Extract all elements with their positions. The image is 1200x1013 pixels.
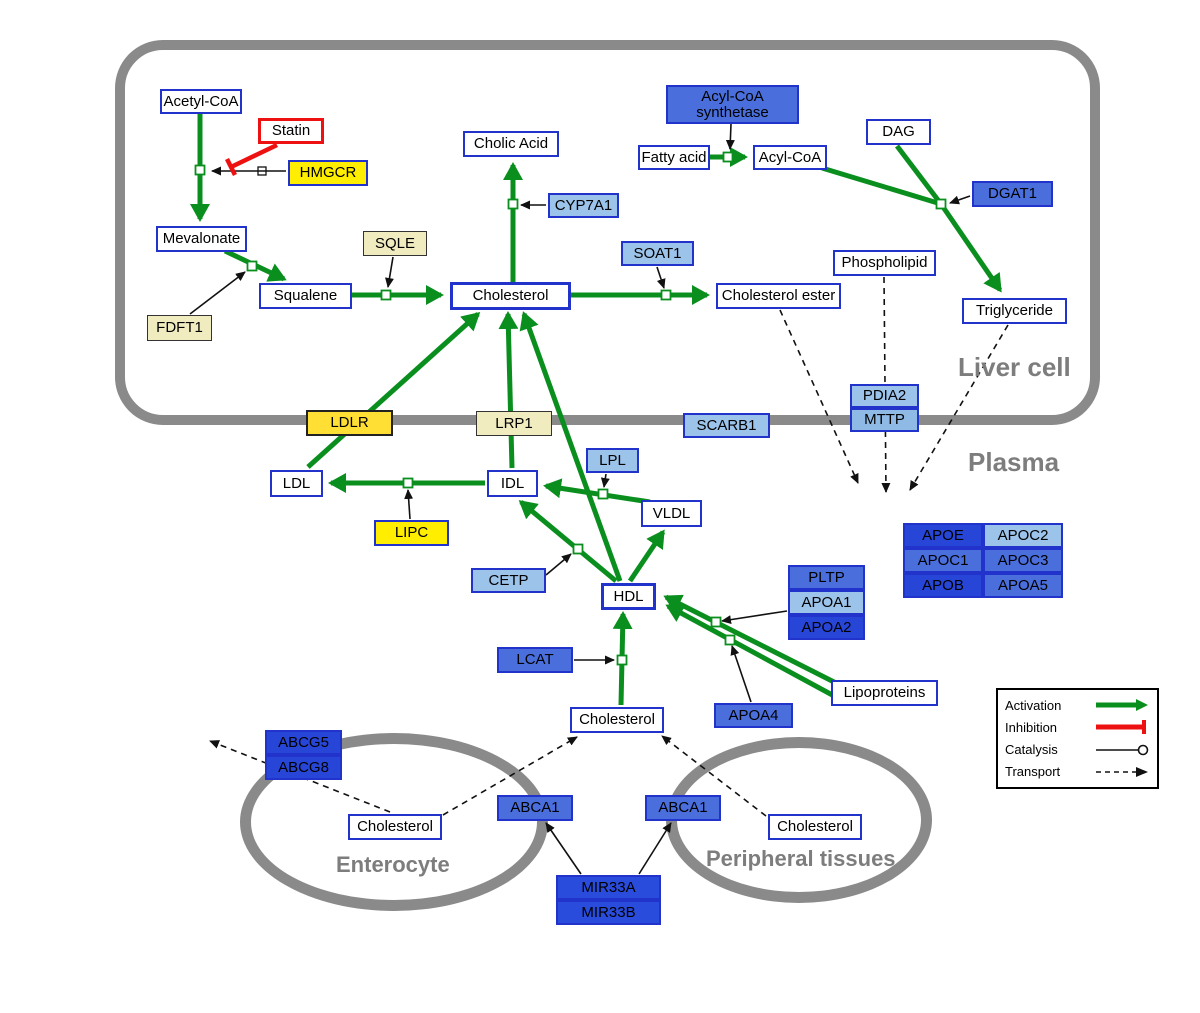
node-hdl[interactable]: HDL	[601, 583, 656, 610]
node-apoe[interactable]: APOE	[903, 523, 983, 548]
reaction-node	[572, 543, 584, 555]
enterocyte-compartment	[240, 733, 548, 911]
node-cholic-acid[interactable]: Cholic Acid	[463, 131, 559, 157]
node-triglyceride[interactable]: Triglyceride	[962, 298, 1067, 324]
reaction-node	[616, 654, 628, 666]
legend-transport-row: Transport	[1005, 762, 1150, 782]
node-apoa4[interactable]: APOA4	[714, 703, 793, 728]
node-cyp7a1[interactable]: CYP7A1	[548, 193, 619, 218]
transport-dashed-arrow-icon	[1096, 766, 1148, 777]
legend-activation-label: Activation	[1005, 697, 1062, 713]
node-cholesterol-enterocyte[interactable]: Cholesterol	[348, 814, 442, 840]
plasma-label: Plasma	[968, 447, 1060, 477]
node-lrp1[interactable]: LRP1	[476, 411, 552, 436]
node-mir33a[interactable]: MIR33A	[556, 875, 661, 900]
node-apoa2[interactable]: APOA2	[788, 615, 865, 640]
node-apoa1[interactable]: APOA1	[788, 590, 865, 615]
node-hmgcr[interactable]: HMGCR	[288, 160, 368, 186]
node-lipoproteins[interactable]: Lipoproteins	[831, 680, 938, 706]
legend-catalysis-label: Catalysis	[1005, 742, 1058, 758]
node-acyl-coa-synthetase[interactable]: Acyl-CoA synthetase	[666, 85, 799, 124]
node-fdft1[interactable]: FDFT1	[147, 315, 212, 341]
node-pdia2[interactable]: PDIA2	[850, 384, 919, 408]
node-apoa5[interactable]: APOA5	[983, 573, 1063, 598]
node-mttp[interactable]: MTTP	[850, 408, 919, 432]
node-acyl-coa[interactable]: Acyl-CoA	[753, 145, 827, 170]
reaction-node	[402, 477, 414, 489]
edge-hdl-to-vldl	[627, 529, 666, 583]
node-abca1-peripheral[interactable]: ABCA1	[645, 795, 721, 821]
catalysis-apoa4	[730, 645, 752, 703]
node-abca1-enterocyte[interactable]: ABCA1	[497, 795, 573, 821]
node-cholesterol-ester[interactable]: Cholesterol ester	[716, 283, 841, 309]
legend-inhibition-row: Inhibition	[1005, 717, 1150, 737]
node-abcg5[interactable]: ABCG5	[265, 730, 342, 755]
node-statin[interactable]: Statin	[258, 118, 324, 144]
enterocyte-label: Enterocyte	[336, 852, 450, 877]
legend-catalysis-row: Catalysis	[1005, 740, 1150, 760]
node-cetp[interactable]: CETP	[471, 568, 546, 593]
node-squalene[interactable]: Squalene	[259, 283, 352, 309]
node-cholesterol-peripheral[interactable]: Cholesterol	[768, 814, 862, 840]
node-ldl[interactable]: LDL	[270, 470, 323, 497]
node-mir33b[interactable]: MIR33B	[556, 900, 661, 925]
peripheral-tissues-label: Peripheral tissues	[706, 846, 896, 871]
catalysis-cetp	[545, 553, 572, 576]
node-lipc[interactable]: LIPC	[374, 520, 449, 546]
legend-inhibition-label: Inhibition	[1005, 719, 1058, 735]
legend: Activation Inhibition Catalysis Transpor…	[996, 688, 1159, 789]
node-idl[interactable]: IDL	[487, 470, 538, 497]
reaction-node	[724, 634, 736, 646]
legend-transport-label: Transport	[1005, 764, 1061, 780]
liver-cell-compartment	[115, 40, 1100, 425]
node-acetyl-coa[interactable]: Acetyl-CoA	[160, 89, 242, 114]
reaction-node	[710, 616, 722, 628]
liver-cell-label: Liver cell	[958, 352, 1071, 382]
edge-vldl-to-idl	[543, 478, 651, 505]
node-cholesterol-plasma[interactable]: Cholesterol	[570, 707, 664, 733]
catalysis-apoa-group	[721, 610, 788, 625]
node-vldl[interactable]: VLDL	[641, 500, 702, 527]
node-lcat[interactable]: LCAT	[497, 647, 573, 673]
catalysis-circle-icon	[1096, 744, 1149, 755]
node-scarb1[interactable]: SCARB1	[683, 413, 770, 438]
arrow-mir33-to-abca1-enterocyte	[545, 822, 582, 875]
node-sqle[interactable]: SQLE	[363, 231, 427, 256]
activation-arrow-icon	[1096, 699, 1148, 712]
node-soat1[interactable]: SOAT1	[621, 241, 694, 266]
node-apoc3[interactable]: APOC3	[983, 548, 1063, 573]
catalysis-lipc	[404, 489, 414, 520]
edge-cholesterolplasma-to-hdl	[612, 611, 633, 706]
node-dag[interactable]: DAG	[866, 119, 931, 145]
node-abcg8[interactable]: ABCG8	[265, 755, 342, 780]
node-apoc1[interactable]: APOC1	[903, 548, 983, 573]
reaction-node	[597, 488, 609, 500]
node-ldlr[interactable]: LDLR	[306, 410, 393, 436]
node-apob[interactable]: APOB	[903, 573, 983, 598]
node-phospholipid[interactable]: Phospholipid	[833, 250, 936, 276]
node-dgat1[interactable]: DGAT1	[972, 181, 1053, 207]
node-pltp[interactable]: PLTP	[788, 565, 865, 590]
node-fatty-acid[interactable]: Fatty acid	[638, 145, 710, 170]
catalysis-lpl	[600, 473, 610, 488]
node-mevalonate[interactable]: Mevalonate	[156, 226, 247, 252]
node-cholesterol-liver[interactable]: Cholesterol	[450, 282, 571, 310]
legend-activation-row: Activation	[1005, 695, 1150, 715]
inhibition-tbar-icon	[1096, 720, 1146, 735]
node-apoc2[interactable]: APOC2	[983, 523, 1063, 548]
node-lpl[interactable]: LPL	[586, 448, 639, 473]
